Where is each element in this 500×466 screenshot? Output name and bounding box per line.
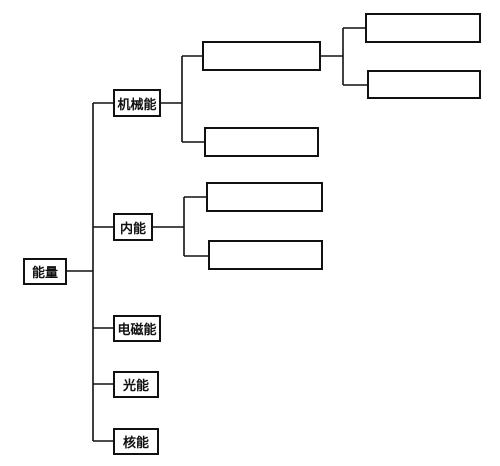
blank-box-mechanical-a-2 <box>367 70 481 99</box>
blank-box-internal-b <box>208 240 323 270</box>
blank-box-internal-a <box>206 182 323 212</box>
branch-label-electromagnetic: 电磁能 <box>117 323 157 338</box>
blank-box-mechanical-a <box>202 41 321 71</box>
blank-box-mechanical-a-1 <box>365 13 481 43</box>
branch-node-light: 光能 <box>113 371 159 398</box>
branch-label-mechanical: 机械能 <box>117 97 157 113</box>
branch-node-mechanical: 机械能 <box>113 89 161 117</box>
blank-box-mechanical-b <box>204 127 319 157</box>
branch-node-electromagnetic: 电磁能 <box>113 315 161 342</box>
branch-label-light: 光能 <box>122 379 149 394</box>
root-node-energy: 能量 <box>23 258 67 285</box>
branch-label-internal: 内能 <box>119 221 146 237</box>
branch-node-nuclear: 核能 <box>113 428 159 455</box>
branch-label-nuclear: 核能 <box>122 436 149 451</box>
branch-node-internal: 内能 <box>113 213 153 241</box>
root-label: 能量 <box>31 266 58 281</box>
